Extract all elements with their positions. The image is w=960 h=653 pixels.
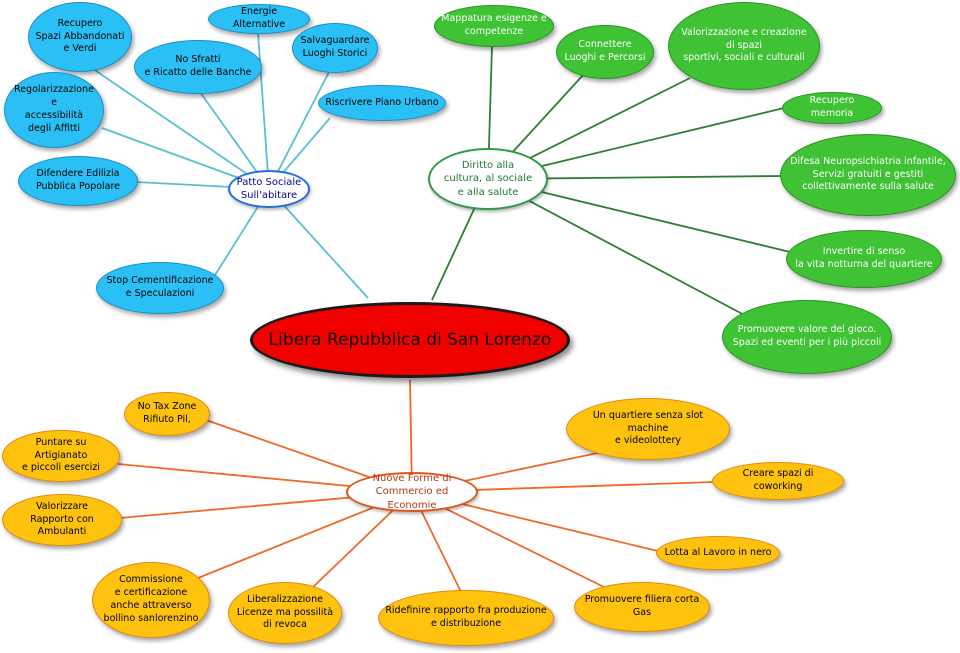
- hub-cultura: Diritto alla cultura, al sociale e alla …: [428, 148, 548, 210]
- node-commercio-liberalizzazione: Liberalizzazione Licenze ma possilità di…: [228, 582, 342, 644]
- node-abitare-affitti: Regolarizzazione e accessibilità degli A…: [4, 72, 104, 148]
- node-abitare-cementificazione: Stop Cementificazione e Speculazioni: [96, 262, 224, 314]
- node-commercio-commissione: Commissione e certificazione anche attra…: [92, 562, 210, 638]
- node-commercio-coworking: Creare spazi di coworking: [712, 462, 844, 500]
- node-commercio-lavoro-nero: Lotta al Lavoro in nero: [656, 536, 780, 570]
- node-cultura-notturna: Invertire di senso la vita notturna del …: [786, 230, 942, 288]
- node-commercio-filiera: Promuovere filiera corta Gas: [574, 582, 710, 632]
- node-cultura-mappatura: Mappatura esigenze e competenze: [434, 5, 554, 47]
- node-cultura-connettere: Connettere Luoghi e Percorsi: [556, 25, 654, 79]
- node-cultura-gioco: Promuovere valore del gioco. Spazi ed ev…: [722, 300, 892, 374]
- blue-connector-line: [268, 69, 331, 190]
- hub-commercio: Nuove Forme di Commercio ed Economie: [346, 472, 478, 512]
- node-commercio-no-tax: No Tax Zone Rifiuto Pil,: [124, 392, 210, 436]
- blue-trunk-line: [268, 188, 369, 299]
- node-abitare-piano-urbano: Riscrivere Piano Urbano: [318, 85, 446, 121]
- node-commercio-slot: Un quartiere senza slot machine e videol…: [566, 398, 730, 460]
- node-cultura-salute: Difesa Neuropsichiatria infantile, Servi…: [780, 134, 956, 216]
- hub-abitare: Patto Sociale Sull'abitare: [228, 170, 310, 208]
- node-abitare-edilizia: Difendere Edilizia Pubblica Popolare: [18, 156, 138, 206]
- green-connector-line: [487, 178, 751, 319]
- node-commercio-artigianato: Puntare su Artigianato e piccoli eserciz…: [2, 430, 120, 482]
- node-abitare-energie: Energie Alternative: [208, 4, 310, 34]
- node-abitare-sfratti: No Sfratti e Ricatto delle Banche: [134, 40, 262, 94]
- blue-connector-line: [257, 32, 270, 190]
- node-cultura-spazi: Valorizzazione e creazione di spazi spor…: [668, 2, 820, 90]
- node-abitare-luoghi-storici: Salvaguardare Luoghi Storici: [292, 23, 378, 73]
- node-commercio-produzione: Ridefinire rapporto fra produzione e dis…: [378, 590, 554, 646]
- blue-connector-line: [79, 59, 270, 190]
- node-abitare-recupero-spazi: Recupero Spazi Abbandonati e Verdi: [28, 2, 132, 72]
- node-cultura-memoria: Recupero memoria: [782, 92, 882, 124]
- center-topic: Libera Repubblica di San Lorenzo: [250, 302, 570, 378]
- node-commercio-ambulanti: Valorizzare Rapporto con Ambulanti: [2, 494, 122, 546]
